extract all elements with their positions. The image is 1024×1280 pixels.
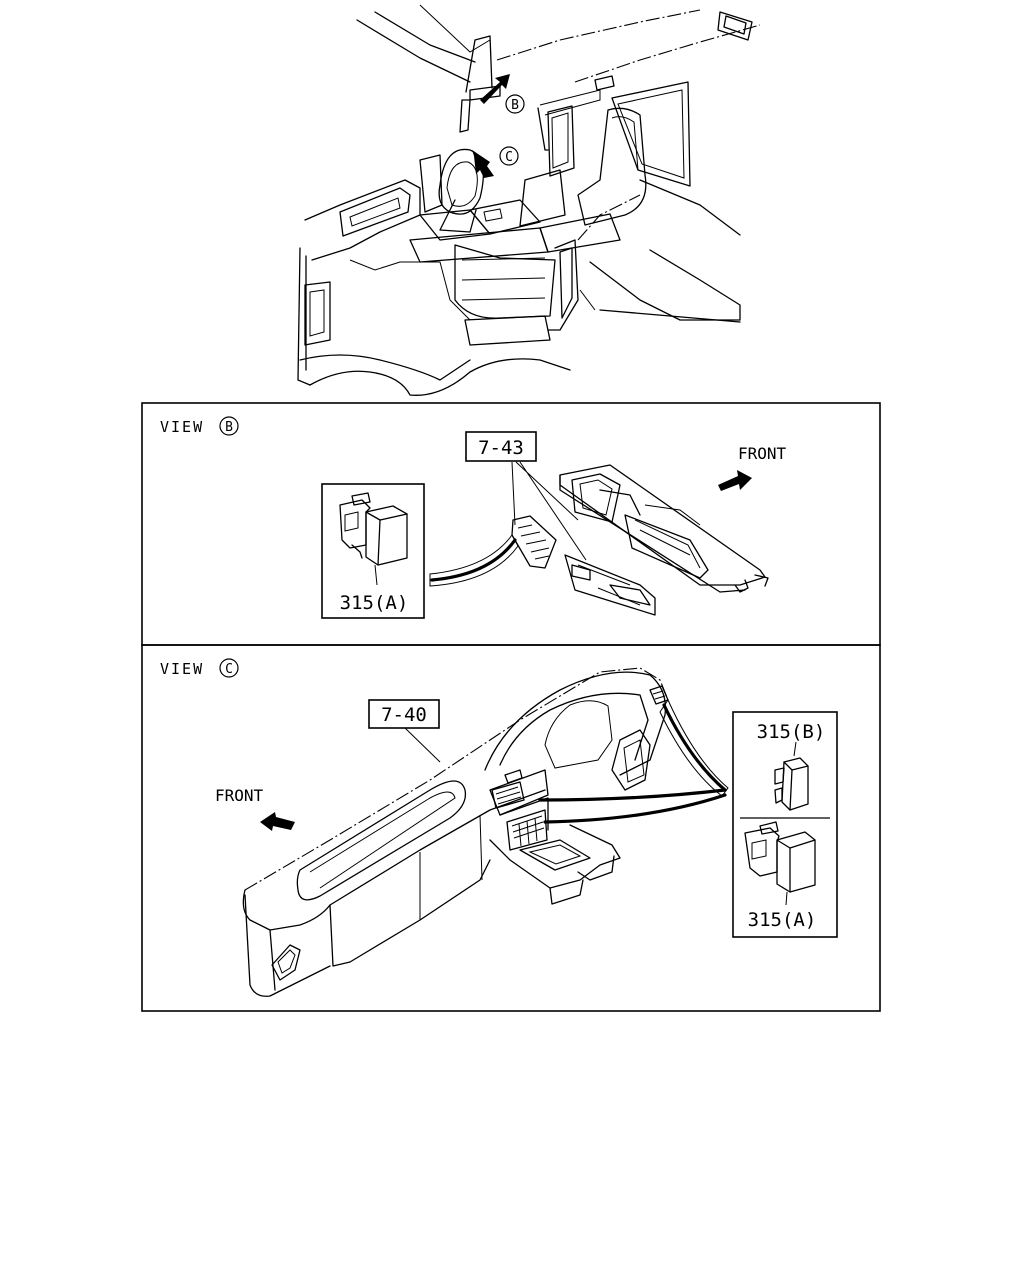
view-b-letter: B — [225, 420, 233, 435]
view-c-direction-arrow: C — [472, 146, 519, 178]
view-c-part-ref: 7-40 — [381, 704, 427, 726]
view-c-inset-label-b: 315(B) — [757, 721, 826, 743]
callout-c-label: C — [505, 150, 513, 165]
switch-315b-icon — [774, 757, 809, 811]
front-arrow-icon — [718, 470, 752, 491]
view-c-title: VIEW — [160, 660, 204, 678]
view-c-inset-label-a: 315(A) — [748, 909, 817, 931]
view-b-front-label: FRONT — [738, 444, 787, 463]
view-c-letter: C — [225, 662, 233, 677]
view-b-inset-label: 315(A) — [340, 592, 409, 614]
front-arrow-icon — [260, 812, 295, 831]
switch-315a-icon — [744, 821, 816, 906]
cab-interior-overview: B C — [297, 4, 761, 396]
callout-b-label: B — [511, 98, 519, 113]
view-b-panel: VIEW B 7-43 FRONT — [141, 402, 881, 646]
door-trim-panel — [511, 464, 769, 616]
instrument-panel — [242, 667, 669, 997]
view-b-inset-315a: 315(A) — [321, 483, 425, 619]
view-c-front-label: FRONT — [215, 786, 264, 805]
view-c-inset: 315(B) 315(A) — [732, 711, 838, 938]
view-b-part-ref: 7-43 — [478, 437, 524, 459]
view-b-title: VIEW — [160, 418, 204, 436]
view-c-panel: VIEW C 7-40 FRONT — [141, 644, 881, 1012]
view-b-direction-arrow: B — [480, 74, 525, 114]
switch-315a-icon — [339, 492, 408, 586]
